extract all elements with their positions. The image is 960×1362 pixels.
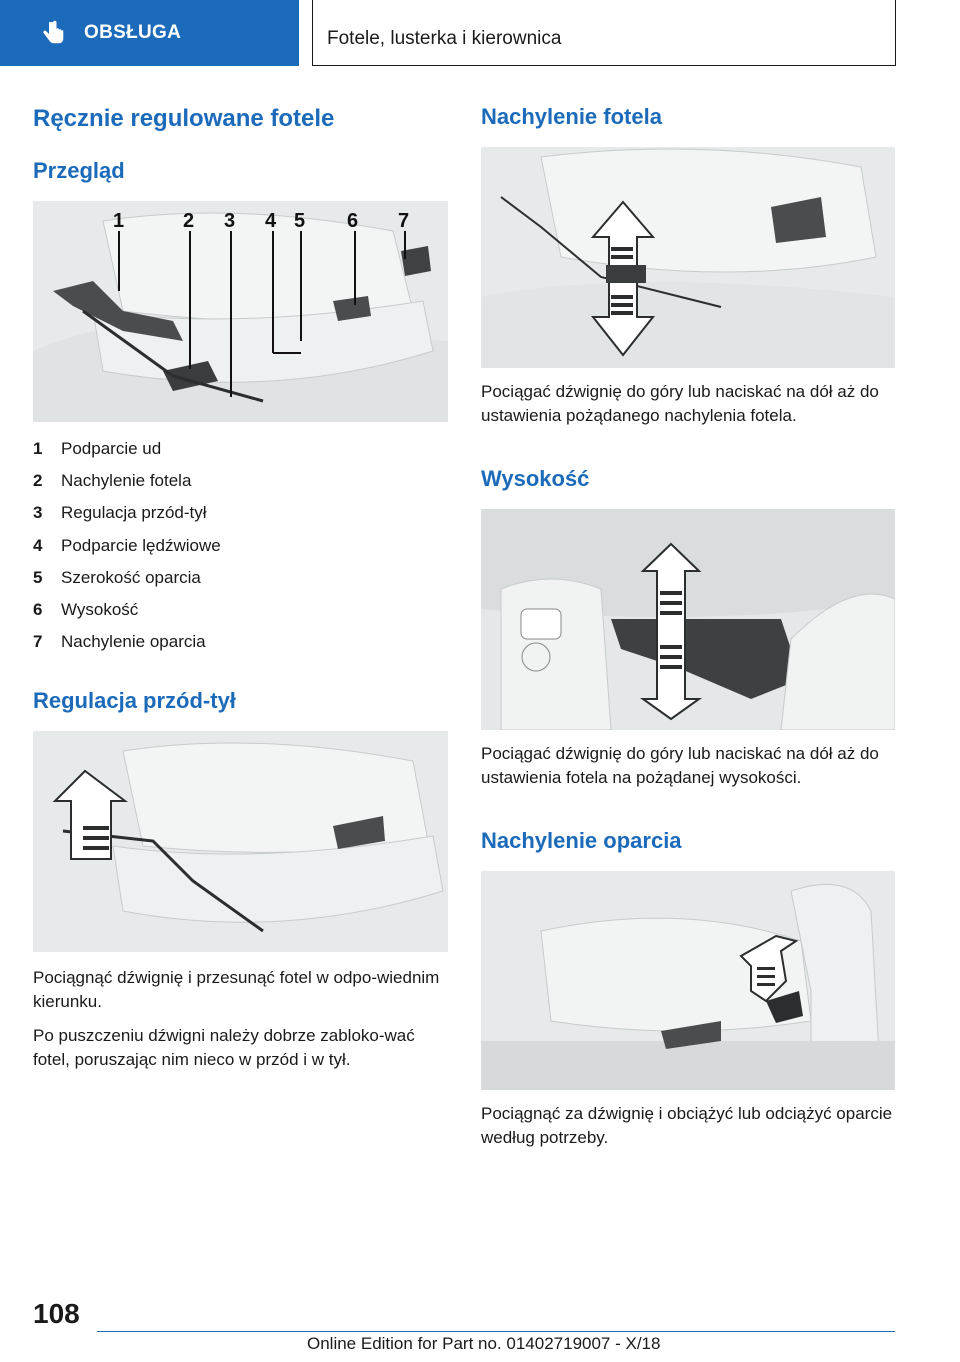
fore-aft-text-2: Po puszczeniu dźwigni należy dobrze zabl… (33, 1026, 415, 1069)
legend-number: 2 (33, 471, 43, 491)
legend-label: Szerokość oparcia (61, 567, 201, 587)
tilt-heading: Nachylenie fotela (481, 104, 662, 129)
legend-label: Podparcie lędźwiowe (61, 535, 221, 555)
legend-label: Nachylenie fotela (61, 471, 192, 491)
legend-number: 7 (33, 632, 43, 652)
svg-text:4: 4 (265, 210, 277, 232)
fore-aft-text-1: Pociągnąć dźwignię i przesunąć fotel w o… (33, 968, 440, 1011)
svg-text:5: 5 (294, 210, 305, 232)
hand-pointer-icon (38, 18, 68, 48)
legend-item: 3 Regulacja przód-tył (33, 497, 453, 529)
section-tab: OBSŁUGA (0, 0, 299, 66)
legend-number: 3 (33, 503, 43, 523)
edition-footer: Online Edition for Part no. 01402719007 … (307, 1334, 661, 1353)
legend-item: 1 Podparcie ud (33, 433, 453, 465)
backrest-tilt-illustration (481, 871, 895, 1090)
svg-text:1: 1 (113, 210, 124, 232)
legend-label: Nachylenie oparcia (61, 632, 206, 652)
height-text: Pociągać dźwignię do góry lub naciskać n… (481, 744, 879, 787)
legend-item: 4 Podparcie lędźwiowe (33, 530, 453, 562)
backrest-text: Pociągnąć za dźwignię i obciążyć lub odc… (481, 1104, 893, 1147)
legend-item: 6 Wysokość (33, 594, 453, 626)
svg-text:3: 3 (224, 210, 235, 232)
footer-divider (97, 1331, 895, 1332)
fore-aft-illustration (33, 731, 448, 952)
tilt-text: Pociągać dźwignię do góry lub naciskać n… (481, 382, 879, 425)
legend-number: 5 (33, 567, 43, 587)
legend-item: 2 Nachylenie fotela (33, 465, 453, 497)
section-tab-label: OBSŁUGA (84, 22, 182, 43)
legend-number: 1 (33, 439, 43, 459)
overview-heading: Przegląd (33, 158, 125, 183)
legend-label: Podparcie ud (61, 439, 162, 459)
page-title: Ręcznie regulowane fotele (33, 105, 335, 132)
svg-text:6: 6 (347, 210, 358, 232)
seat-overview-illustration: 1 2 3 4 5 6 7 (33, 201, 448, 422)
legend-item: 5 Szerokość oparcia (33, 562, 453, 594)
section-title: Fotele, lusterka i kierownica (312, 0, 896, 66)
overview-legend: 1 Podparcie ud 2 Nachylenie fotela 3 Regula… (33, 433, 453, 658)
seat-tilt-illustration (481, 147, 895, 368)
legend-item: 7 Nachylenie oparcia (33, 626, 453, 658)
fore-aft-heading: Regulacja przód-tył (33, 688, 236, 713)
page-number: 108 (33, 1298, 80, 1329)
legend-label: Regulacja przód-tył (61, 503, 207, 523)
legend-label: Wysokość (61, 600, 139, 620)
svg-text:2: 2 (183, 210, 194, 232)
height-heading: Wysokość (481, 466, 590, 491)
seat-height-illustration (481, 509, 895, 730)
svg-text:7: 7 (398, 210, 409, 232)
legend-number: 6 (33, 600, 43, 620)
backrest-heading: Nachylenie oparcia (481, 828, 682, 853)
legend-number: 4 (33, 535, 43, 555)
